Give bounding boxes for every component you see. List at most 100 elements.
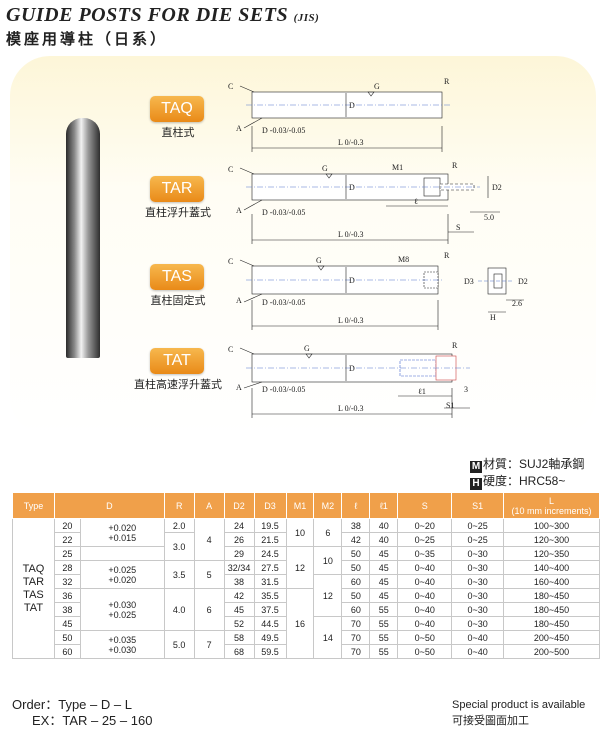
table-cell: 180~450: [503, 602, 600, 617]
table-cell: 27.5: [253, 560, 287, 575]
col-d: D: [53, 492, 165, 519]
label-g: G: [304, 344, 310, 353]
table-row: 25 29 24.5 12 10 50 45 0~35 0~30 120~350: [13, 546, 600, 589]
table-cell: 45: [223, 602, 255, 617]
label-l-tol: L 0/-0.3: [338, 316, 363, 325]
label-g: G: [374, 82, 380, 91]
label-d-tol: D -0.03/-0.05: [262, 208, 305, 217]
table-cell: 0~50: [397, 644, 453, 659]
table-cell: 160~400: [503, 574, 600, 589]
label-l-tol: L 0/-0.3: [338, 404, 363, 413]
label-d: D: [349, 183, 355, 192]
label-r: R: [452, 341, 458, 350]
table-cell: +0.035 +0.030: [79, 630, 165, 659]
table-cell: 45: [53, 616, 81, 631]
table-cell: 52: [223, 616, 255, 631]
table-cell: 5.0: [163, 630, 195, 659]
table-cell: 0~30: [451, 560, 505, 575]
label-m8: M8: [398, 255, 409, 264]
page-title: GUIDE POSTS FOR DIE SETS (JIS): [6, 4, 319, 27]
table-cell: 60: [341, 602, 371, 617]
table-cell: 200~450: [503, 630, 600, 645]
table-cell: 2.0: [163, 518, 195, 533]
drawing-taq: C G R D A D -0.03/-0.05 L 0/-0.3: [228, 77, 450, 152]
table-cell: 0~40: [451, 644, 505, 659]
table-cell: 70: [341, 644, 371, 659]
type-caption-tar: 直柱浮升蓋式: [145, 207, 211, 219]
label-g: G: [322, 164, 328, 173]
type-badge-tat: TAT: [150, 348, 204, 374]
label-d2: D2: [518, 277, 528, 286]
label-ell1: ℓ1: [418, 387, 426, 396]
table-cell: 35.5: [253, 588, 287, 603]
table-cell: 19.5: [253, 518, 287, 533]
table-cell: 12: [313, 574, 343, 617]
type-badge-tar: TAR: [150, 176, 204, 202]
table-cell: 40: [369, 518, 399, 533]
table-cell: 38: [223, 574, 255, 589]
table-cell: 0~40: [397, 602, 453, 617]
table-cell: 6: [313, 518, 343, 547]
table-row: 36 +0.030 +0.025 4.0 6 42 35.5 16 50 45 …: [13, 588, 600, 659]
table-cell: 0~50: [397, 630, 453, 645]
table-cell: 45: [369, 574, 399, 589]
table-cell: 55: [369, 630, 399, 645]
order-format: Order：Type – D – L: [12, 697, 132, 712]
table-cell: 0~25: [397, 532, 453, 547]
table-cell: 58: [223, 630, 255, 645]
drawing-tat: C G R D A D -0.03/-0.05 ℓ1 3 S1 L 0/-0.3: [228, 341, 470, 418]
table-cell: 22: [53, 532, 81, 547]
table-cell: 24: [223, 518, 255, 533]
table-cell: 36: [53, 588, 81, 603]
label-h: H: [490, 313, 496, 322]
table-cell: 68: [223, 644, 255, 659]
col-d2: D2: [223, 492, 255, 519]
special-zh: 可接受圖面加工: [452, 715, 529, 727]
title-suffix: (JIS): [293, 12, 320, 24]
label-g: G: [316, 256, 322, 265]
table-cell: 38: [341, 518, 371, 533]
table-cell: 0~30: [451, 588, 505, 603]
table-cell: 0~25: [451, 532, 505, 547]
table-cell: 50: [341, 546, 371, 561]
col-m1: M1: [285, 492, 315, 519]
table-row: 38 45 37.5 60 55 0~40 0~30 180~450: [13, 602, 600, 617]
col-type: Type: [12, 492, 55, 519]
table-cell: 20: [53, 518, 81, 533]
table-cell: [79, 546, 165, 561]
material-mark: M: [470, 461, 482, 473]
table-header-row: Type D R A D2 D3 M1 M2 ℓ ℓ1 S S1 L(10 mm…: [12, 492, 600, 519]
col-l: L(10 mm increments): [503, 492, 600, 519]
label-dim-2-6: 2.6: [512, 299, 522, 308]
order-example: EX：TAR – 25 – 160: [32, 713, 153, 728]
table-cell: 4.0: [163, 588, 195, 631]
table-cell: 12: [285, 546, 315, 589]
label-c: C: [228, 345, 233, 354]
table-cell: 120~300: [503, 532, 600, 547]
special-en: Special product is available: [452, 699, 586, 711]
table-cell: 44.5: [253, 616, 287, 631]
table-cell: 0~40: [451, 630, 505, 645]
col-ell: ℓ: [341, 492, 371, 519]
label-c: C: [228, 257, 233, 266]
table-cell: 3.0: [163, 532, 195, 561]
table-cell: 70: [341, 630, 371, 645]
label-c: C: [228, 165, 233, 174]
table-cell: 55: [369, 616, 399, 631]
label-dim-3: 3: [464, 385, 468, 394]
type-badge-tas: TAS: [150, 264, 204, 290]
table-cell: 28: [53, 560, 81, 575]
type-caption-tas: 直柱固定式: [150, 295, 206, 307]
drawing-tar: C G R D M1 D2 A D -0.03/-0.05 ℓ 5.0 S L …: [228, 161, 502, 244]
guide-post-photo: [66, 118, 100, 358]
table-cell: 180~450: [503, 616, 600, 631]
col-s1: S1: [451, 492, 505, 519]
label-a: A: [236, 206, 242, 215]
label-d-tol: D -0.03/-0.05: [262, 385, 305, 394]
table-cell: 0~20: [397, 518, 453, 533]
label-l-tol: L 0/-0.3: [338, 230, 363, 239]
table-cell: 55: [369, 644, 399, 659]
col-d3: D3: [253, 492, 287, 519]
table-cell: 45: [369, 588, 399, 603]
table-cell: 42: [341, 532, 371, 547]
